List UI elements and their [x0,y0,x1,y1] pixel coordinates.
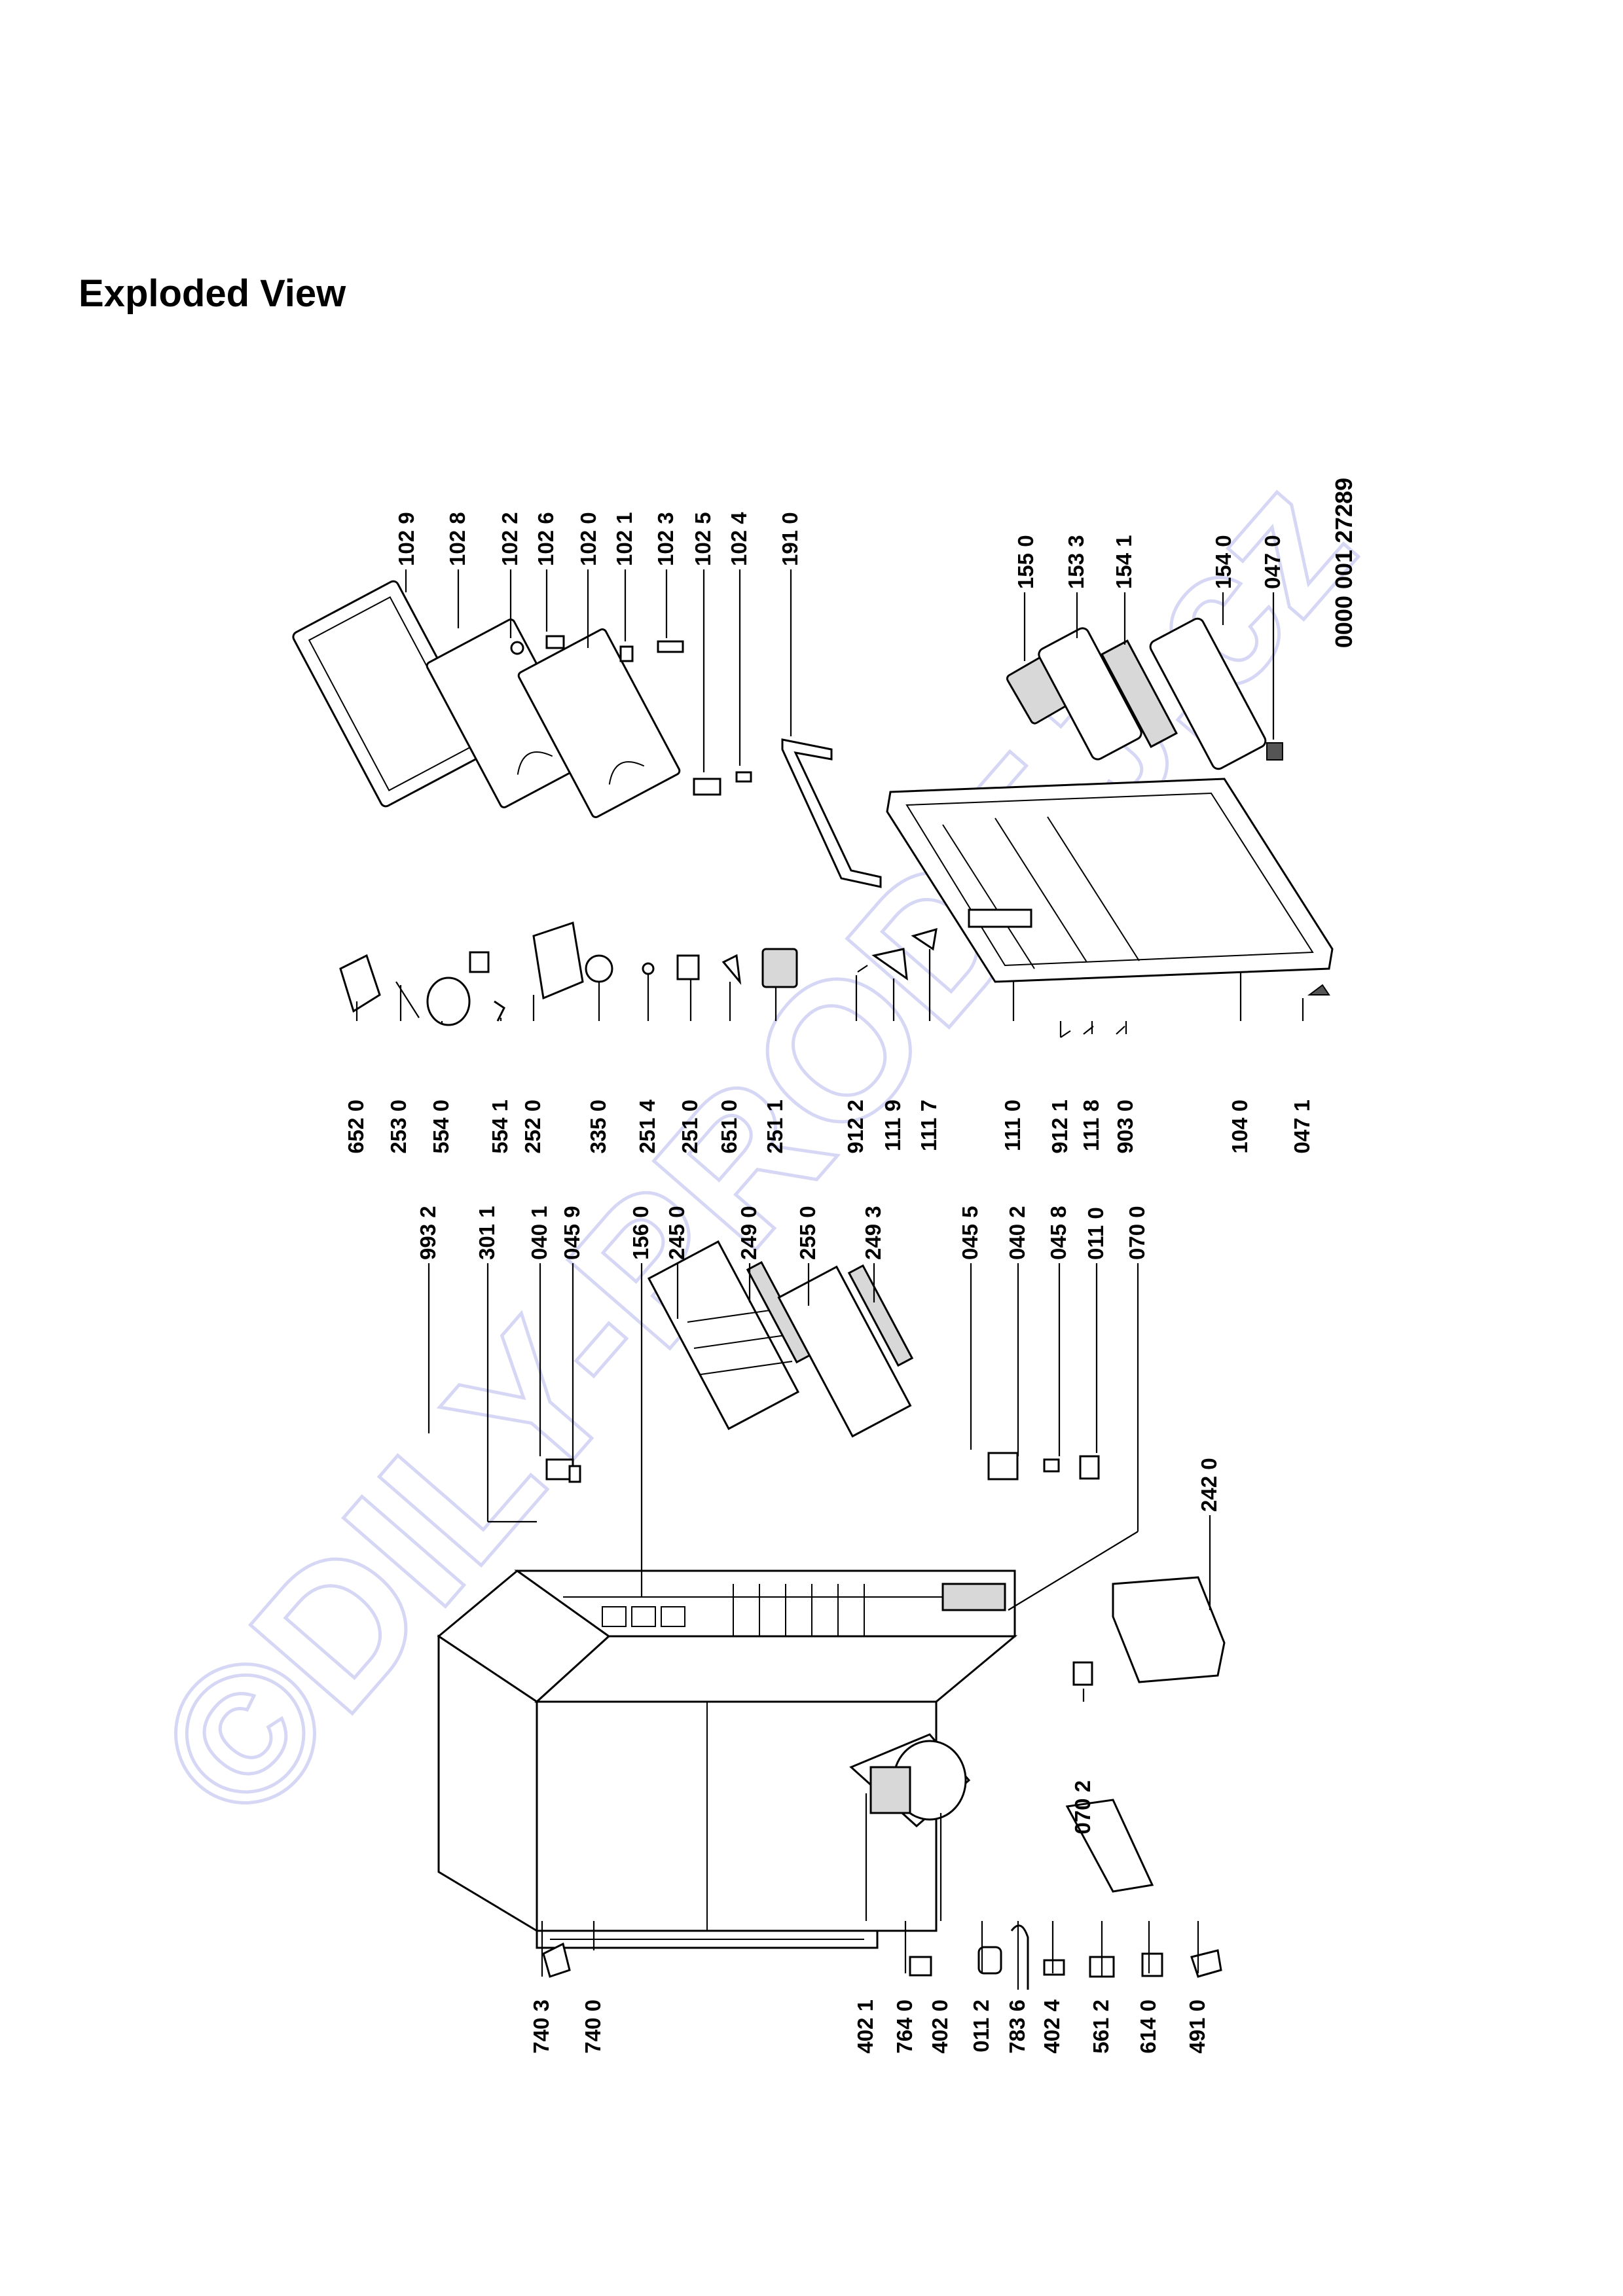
labels-compressor-parts: 740 3 740 0 402 1 764 0 402 0 011 2 783 … [529,1999,1209,2053]
part-label: 245 0 [665,1206,689,1260]
part-label: 249 0 [737,1206,761,1260]
part-label: 561 2 [1089,2000,1113,2054]
part-label: 045 8 [1046,1206,1070,1260]
labels-crisper: 242 0 070 2 [1070,1458,1221,1834]
control-and-hinge-parts [339,922,1330,1038]
labels-control-parts: 652 0 253 0 554 0 554 1 252 0 335 0 251 … [344,1099,1314,1153]
shelves-and-trays [545,1240,1226,1686]
part-label: 111 9 [881,1100,905,1151]
part-label: 335 0 [586,1100,610,1154]
part-label: 154 1 [1112,535,1136,589]
document-number: 0000 001 27289 [1330,478,1357,648]
part-label: 102 0 [576,512,600,566]
part-label: 045 5 [958,1206,982,1260]
part-label: 070 0 [1125,1206,1149,1260]
compressor-and-small-parts [542,1924,1222,1990]
part-label: 045 9 [560,1206,584,1260]
part-label: 040 2 [1005,1206,1029,1260]
part-label: 251 0 [678,1100,702,1154]
fridge-door-assembly [886,617,1334,983]
part-label: 993 2 [416,1206,440,1260]
refrigerator-cabinet [437,1570,1154,1949]
part-label: 153 3 [1064,535,1088,589]
part-label: 764 0 [892,2000,917,2054]
part-label: 249 3 [861,1206,885,1260]
part-label: 047 0 [1260,535,1285,589]
part-label: 251 1 [763,1100,787,1154]
part-label: 040 1 [527,1206,551,1260]
part-label: 102 3 [653,512,678,566]
part-label: 111 0 [1000,1100,1025,1151]
part-label: 102 6 [534,512,558,566]
part-label: 255 0 [795,1206,820,1260]
freezer-door-parts [292,580,882,888]
part-label: 301 1 [475,1206,499,1260]
part-label: 191 0 [778,512,802,566]
part-label: 102 1 [612,512,636,566]
part-label: 011 2 [969,2000,993,2053]
part-label: 155 0 [1013,535,1038,589]
part-label: 402 0 [928,2000,952,2054]
part-label: 652 0 [344,1100,368,1154]
part-label: 402 1 [853,2000,877,2054]
part-label: 651 0 [717,1100,741,1154]
part-label: 554 0 [429,1100,453,1154]
part-label: 156 0 [629,1206,653,1260]
part-label: 102 5 [691,512,715,566]
part-label: 253 0 [386,1100,410,1154]
part-label: 740 3 [529,2000,553,2054]
part-label: 783 6 [1005,2000,1029,2054]
part-label: 011 0 [1084,1207,1108,1260]
part-label: 104 0 [1228,1100,1252,1154]
part-label: 912 2 [843,1100,867,1154]
page-title: Exploded View [79,272,346,315]
part-label: 102 4 [727,512,751,566]
part-label: 102 2 [498,512,522,566]
part-label: 102 9 [394,512,418,566]
part-label: 740 0 [581,2000,605,2054]
part-label: 242 0 [1197,1458,1221,1512]
part-label: 251 4 [635,1099,659,1153]
part-label: 102 8 [445,512,469,566]
part-label: 614 0 [1136,2000,1160,2054]
labels-freezer-door: 102 9 102 8 102 2 102 6 102 0 102 1 102 … [394,512,1285,589]
part-label: 154 0 [1211,535,1235,589]
part-label: 047 1 [1290,1100,1314,1154]
part-label: 111 8 [1079,1100,1103,1151]
part-label: 912 1 [1048,1100,1072,1154]
part-label: 554 1 [488,1100,512,1154]
part-label: 903 0 [1113,1100,1137,1154]
part-label: 402 4 [1040,1999,1064,2053]
labels-cabinet-interior: 993 2 301 1 040 1 045 9 156 0 245 0 249 … [416,1206,1149,1260]
part-label: 491 0 [1185,2000,1209,2054]
part-label: 252 0 [520,1100,545,1154]
part-label: 111 7 [917,1100,941,1151]
part-label: 070 2 [1070,1780,1095,1835]
